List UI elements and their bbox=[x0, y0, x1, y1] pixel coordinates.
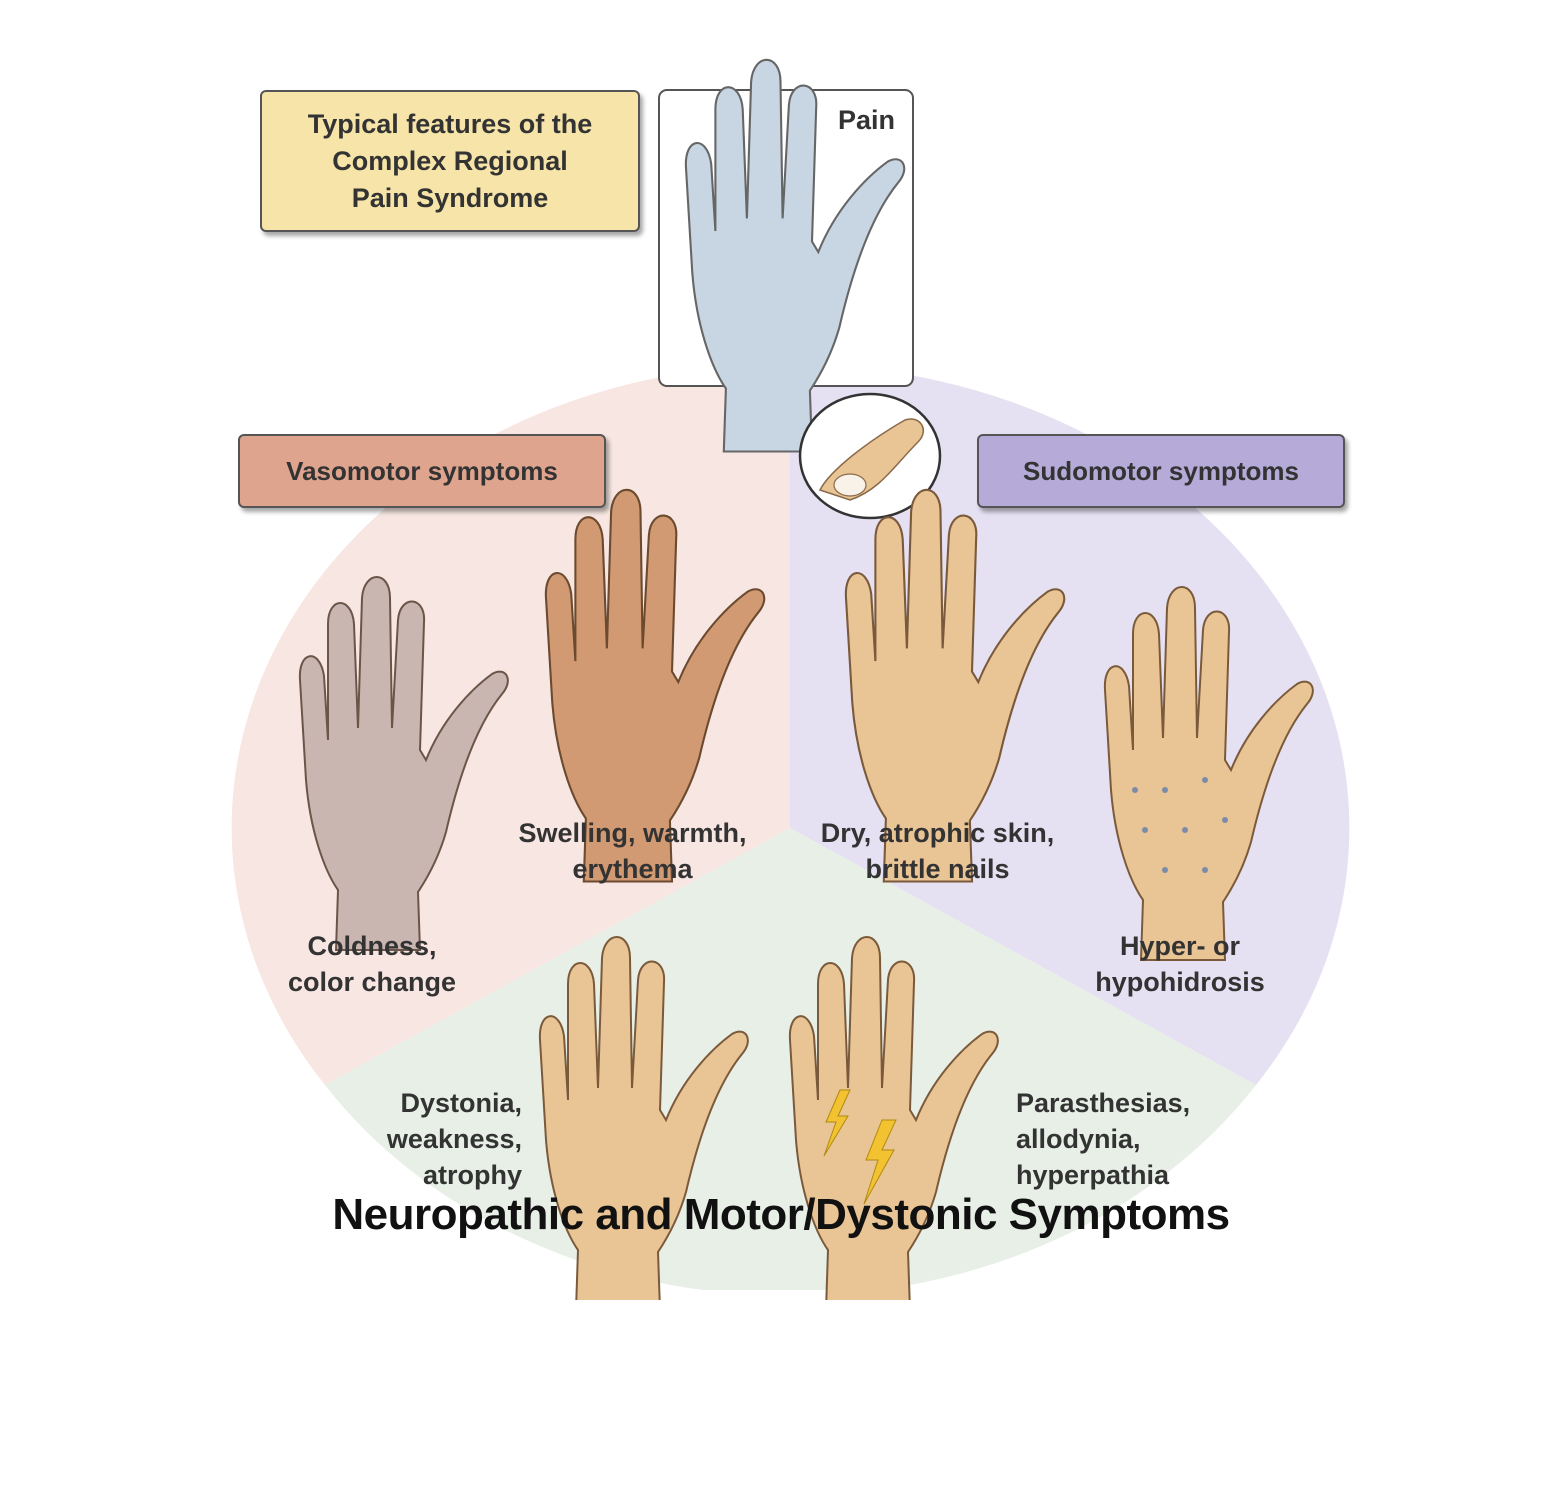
lightning-icon bbox=[823, 1089, 851, 1157]
label-swelling: Swelling, warmth, erythema bbox=[518, 818, 747, 884]
hand-paresthesia-icon bbox=[788, 936, 999, 1300]
title-box: Typical features of the Complex Regional… bbox=[260, 90, 640, 232]
lightning-icon-2 bbox=[863, 1119, 897, 1205]
label-dystonia: Dystonia, weakness, atrophy bbox=[386, 1088, 522, 1190]
pain-label: Pain bbox=[838, 105, 896, 135]
sudomotor-heading: Sudomotor symptoms bbox=[977, 434, 1345, 508]
title-line-1: Typical features of the bbox=[307, 108, 593, 139]
title-line-2: Complex Regional bbox=[332, 145, 568, 176]
label-hyperhidrosis: Hyper- or hypohidrosis bbox=[1095, 931, 1265, 997]
title-line-3: Pain Syndrome bbox=[351, 182, 549, 213]
caption: Neuropathic and Motor/Dystonic Symptoms bbox=[332, 1190, 1230, 1239]
thumb-nail-icon bbox=[798, 392, 942, 520]
crps-diagram bbox=[230, 58, 1350, 1300]
label-coldness: Coldness, color change bbox=[287, 931, 457, 997]
label-dry-skin: Dry, atrophic skin, brittle nails bbox=[820, 818, 1055, 884]
vasomotor-heading: Vasomotor symptoms bbox=[238, 434, 606, 508]
hand-hyperhidrosis-icon bbox=[1103, 586, 1314, 961]
label-paresthesia: Parasthesias, allodynia, hyperpathia bbox=[1016, 1088, 1191, 1190]
